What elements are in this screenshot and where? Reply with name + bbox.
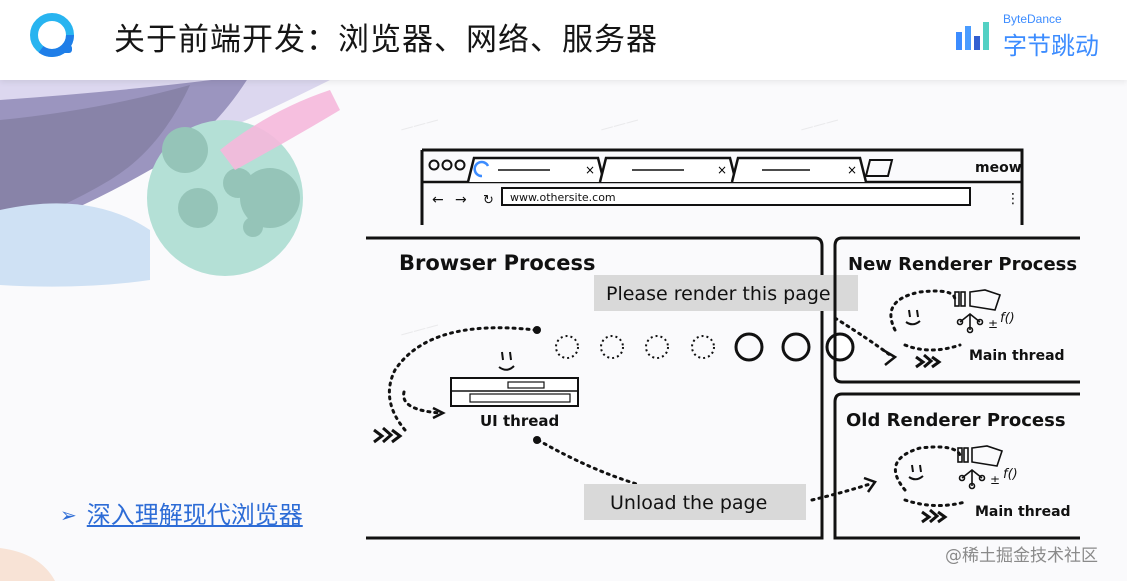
work-tools-icon: ± f() — [957, 445, 1018, 490]
ui-thread-label: UI thread — [480, 412, 559, 430]
ipc-message-circles — [555, 332, 855, 362]
page-title: 关于前端开发：浏览器、网络、服务器 — [114, 22, 658, 58]
tab-close-icon: × — [717, 163, 727, 177]
unload-message-text: Unload the page — [610, 492, 767, 514]
render-message-box: Please render this page — [594, 275, 858, 311]
bytedance-bars-icon — [956, 22, 989, 50]
old-renderer-process-box: Old Renderer Process ± f() Main thread — [833, 392, 1080, 540]
address-url: www.othersite.com — [510, 191, 616, 204]
new-renderer-title: New Renderer Process — [848, 254, 1077, 275]
svg-text:f(): f() — [1000, 311, 1015, 326]
thread-arrows-icon — [373, 426, 403, 444]
svg-text:±: ± — [988, 317, 998, 331]
thread-arrows-icon — [915, 353, 942, 369]
unload-message-box: Unload the page — [584, 476, 877, 520]
brand-name-en: ByteDance — [1003, 12, 1062, 26]
reload-icon: ↻ — [483, 193, 494, 208]
forward-arrow-icon: → — [455, 192, 467, 208]
community-watermark: @稀土掘金技术社区 — [945, 546, 1098, 566]
brand-name-cn: 字节跳动 — [1003, 32, 1099, 60]
new-tab-button — [864, 159, 894, 177]
profile-name: meow — [975, 160, 1022, 176]
new-main-thread-label: Main thread — [969, 348, 1065, 364]
render-message-text: Please render this page — [606, 283, 831, 305]
browser-process-title: Browser Process — [399, 251, 595, 275]
svg-text:f(): f() — [1003, 467, 1018, 482]
menu-icon: ⋮ — [1006, 191, 1020, 207]
ui-thread-browser-icon — [450, 377, 579, 407]
browser-process-box: Browser Process UI thread — [366, 236, 824, 540]
app-logo-icon — [30, 13, 74, 57]
svg-text:±: ± — [990, 473, 1000, 487]
thread-face-icon — [498, 351, 515, 371]
corner-decoration — [0, 548, 55, 581]
reference-bullet: ➢ 深入理解现代浏览器 — [60, 495, 303, 530]
tab-close-icon: × — [585, 163, 595, 177]
window-control-icon — [441, 159, 453, 171]
window-control-icon — [454, 159, 466, 171]
reference-link[interactable]: 深入理解现代浏览器 — [86, 501, 303, 529]
header-bar: 关于前端开发：浏览器、网络、服务器 ByteDance 字节跳动 — [0, 0, 1127, 80]
tab-close-icon: × — [847, 163, 857, 177]
back-arrow-icon: ← — [432, 192, 444, 208]
old-renderer-title: Old Renderer Process — [846, 410, 1066, 431]
bytedance-logo: ByteDance 字节跳动 — [955, 12, 1115, 60]
new-renderer-process-box: New Renderer Process ± f() Main thread — [833, 236, 1080, 384]
bullet-arrow-icon: ➢ — [60, 503, 77, 527]
thread-face-icon — [908, 464, 924, 481]
old-main-thread-label: Main thread — [975, 504, 1071, 520]
thread-arrows-icon — [921, 508, 948, 524]
work-tools-icon: ± f() — [954, 289, 1015, 334]
planet-decoration — [0, 80, 340, 287]
address-bar — [501, 187, 971, 206]
thread-face-icon — [905, 309, 921, 326]
loading-spinner-icon — [473, 160, 490, 178]
browser-window-mockup: × × × meow ← → ↻ www.othersite.com ⋮ — [420, 148, 1024, 225]
window-control-icon — [428, 159, 440, 171]
